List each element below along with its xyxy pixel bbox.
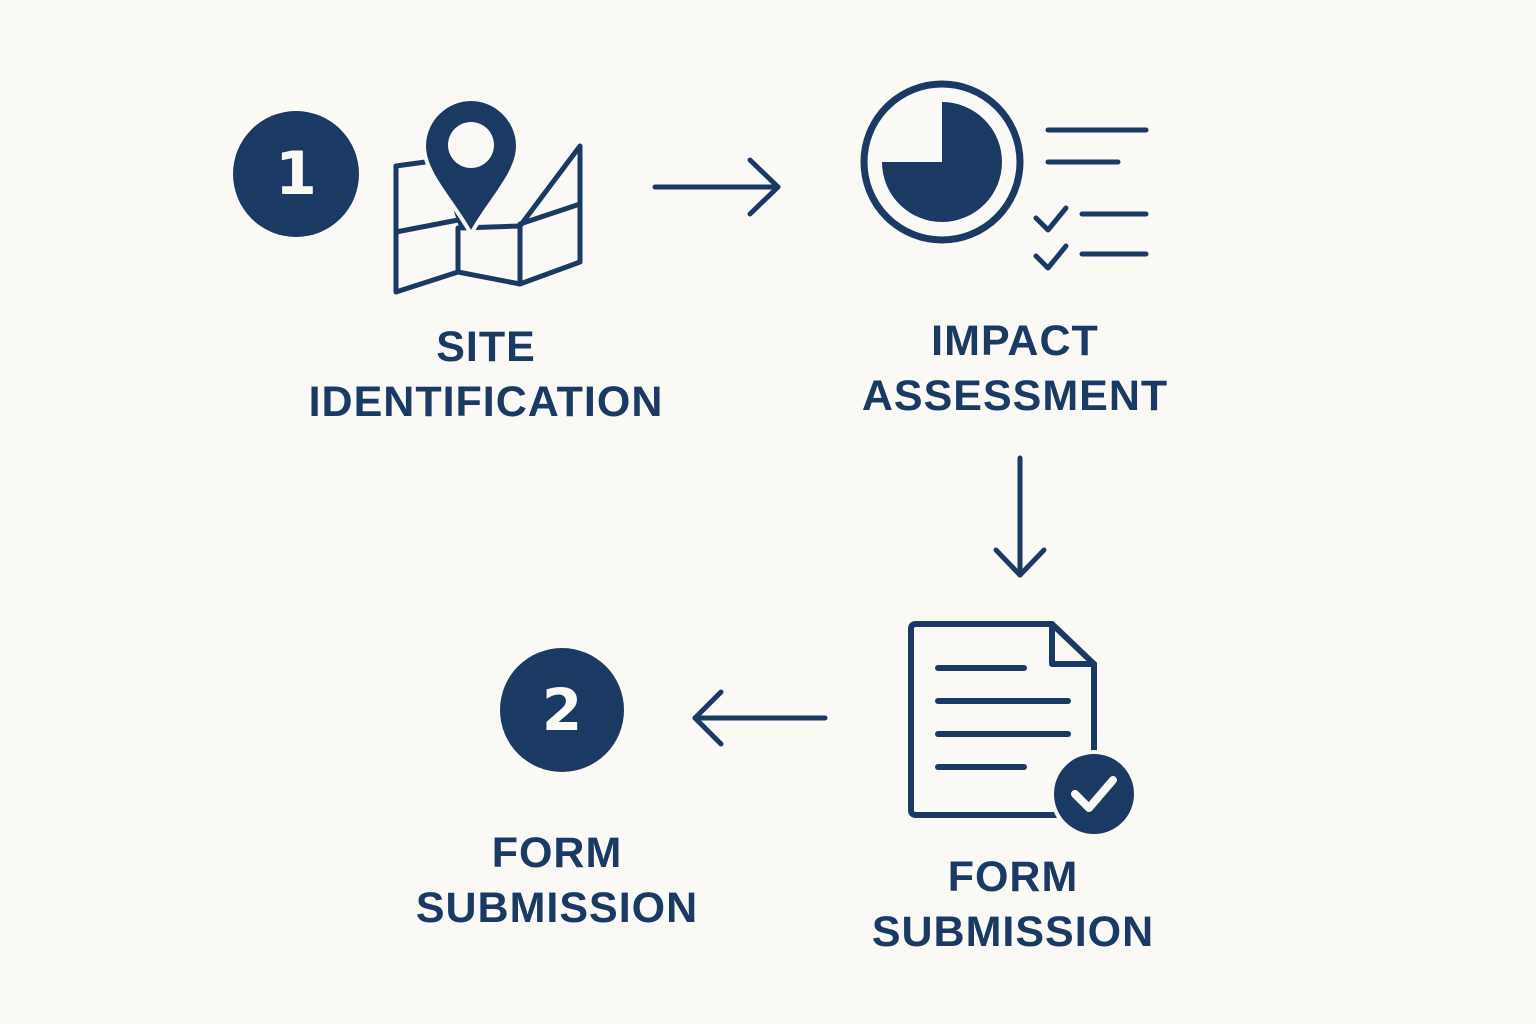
arrow-down-icon bbox=[993, 455, 1047, 578]
chart-checklist-icon bbox=[860, 80, 1149, 271]
step-2-label-line-2: ASSESSMENT bbox=[861, 372, 1169, 420]
step-3-label-line-1: FORM bbox=[947, 853, 1079, 901]
arrow-left-icon bbox=[692, 689, 828, 747]
step-2-number: 2 bbox=[541, 676, 583, 744]
step-2-label-line-1: IMPACT bbox=[931, 317, 1099, 365]
step-1-label-line-2: IDENTIFICATION bbox=[308, 378, 664, 426]
step-1-number: 1 bbox=[275, 139, 317, 209]
step-4-label: FORM SUBMISSION bbox=[357, 826, 757, 936]
step-4-label-line-2: SUBMISSION bbox=[415, 884, 699, 932]
step-4-label-line-1: FORM bbox=[491, 829, 623, 877]
map-pin-icon bbox=[393, 96, 583, 295]
arrow-right-icon bbox=[652, 157, 781, 217]
step-1-label-line-1: SITE bbox=[436, 323, 536, 371]
step-2-badge: 2 bbox=[500, 648, 624, 772]
document-check-icon bbox=[908, 621, 1138, 838]
step-1-badge: 1 bbox=[233, 111, 359, 237]
step-2-label: IMPACT ASSESSMENT bbox=[815, 314, 1215, 424]
step-1-label: SITE IDENTIFICATION bbox=[286, 320, 686, 430]
step-3-label: FORM SUBMISSION bbox=[813, 850, 1213, 960]
step-3-label-line-2: SUBMISSION bbox=[871, 908, 1155, 956]
